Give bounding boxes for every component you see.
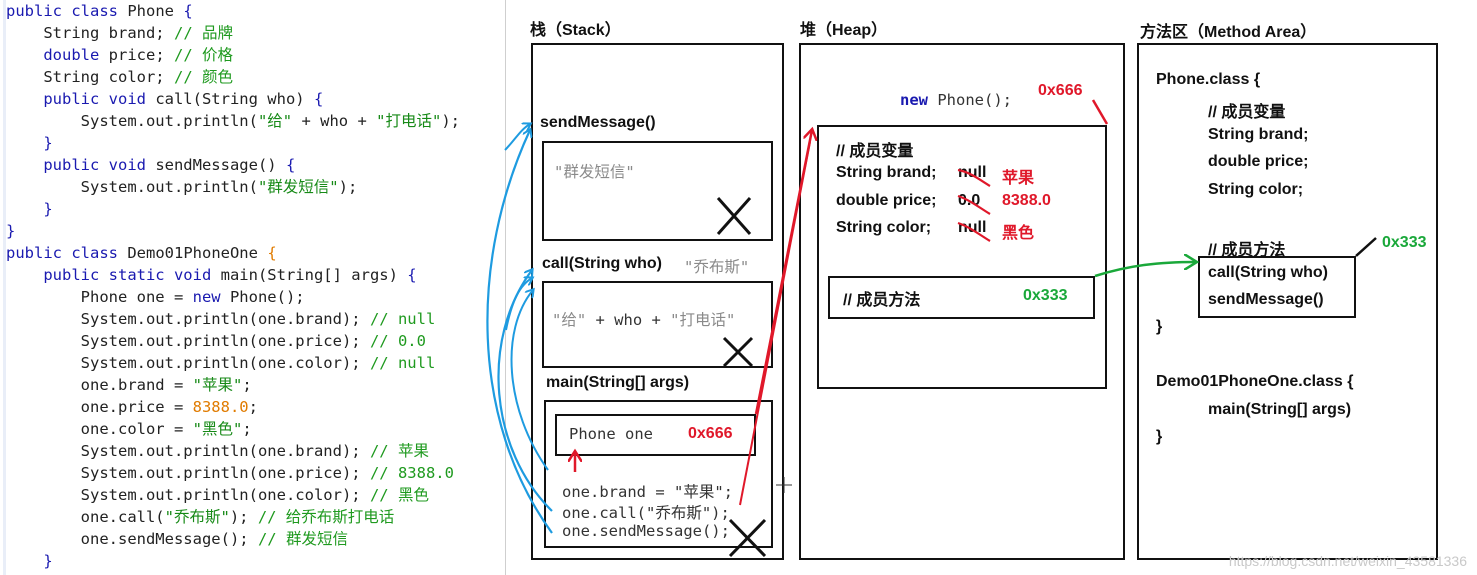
heap-field-price-new: 8388.0 (1002, 192, 1051, 209)
class-methods-box (1198, 256, 1356, 318)
class-vars-comment: // 成员变量 (1208, 104, 1286, 121)
cross-call-frame (722, 336, 754, 368)
watermark: https://blog.csdn.net/weixin_43581336 (1228, 553, 1467, 569)
class-addr-tick (1355, 237, 1377, 257)
main-line-call: one.call("乔布斯"); (562, 504, 730, 522)
cursor-crosshair (776, 477, 792, 493)
class-method-send: sendMessage() (1208, 291, 1324, 308)
code-line: one.call("乔布斯"); // 给乔布斯打电话 (6, 508, 395, 526)
heap-field-brand-old: null (958, 164, 987, 181)
arrow-ref-to-heap-2 (739, 141, 811, 506)
strike-brand-old (957, 168, 991, 187)
code-line: System.out.println(one.color); // null (6, 354, 436, 372)
code-line: System.out.println("群发短信"); (6, 178, 358, 196)
arrow-methods-to-class (1094, 262, 1196, 278)
stack-title: 栈（Stack） (530, 22, 621, 39)
demo-class-close: } (1156, 428, 1163, 445)
code-line: one.brand = "苹果"; (6, 376, 252, 394)
heap-field-color-old: null (958, 219, 987, 236)
heap-fields-comment: // 成员变量 (836, 143, 914, 160)
call-frame-label: call(String who) (542, 255, 662, 272)
code-editor-panel: public class Phone { String brand; // 品牌… (0, 0, 506, 575)
call-frame (542, 281, 773, 368)
main-var-address: 0x666 (688, 425, 733, 442)
heap-object-address: 0x666 (1038, 82, 1083, 99)
code-line: } (6, 200, 53, 218)
code-line: one.sendMessage(); // 群发短信 (6, 530, 348, 548)
code-line: public static void main(String[] args) { (6, 266, 417, 284)
code-line: one.price = 8388.0; (6, 398, 258, 416)
method-area-title: 方法区（Method Area） (1140, 24, 1317, 41)
code-line: System.out.println(one.color); // 黑色 (6, 486, 429, 504)
heap-field-color-new: 黑色 (1002, 225, 1035, 242)
main-line-brand: one.brand = "苹果"; (562, 483, 733, 501)
code-line: Phone one = new Phone(); (6, 288, 305, 306)
code-line: System.out.println(one.brand); // 苹果 (6, 442, 429, 460)
send-frame-label: sendMessage() (540, 114, 656, 131)
code-line: public void sendMessage() { (6, 156, 296, 174)
cross-main-send-line (728, 518, 767, 558)
arrow-call-to-frame (497, 270, 553, 512)
heap-methods-box (828, 276, 1095, 319)
main-line-send: one.sendMessage(); (562, 522, 730, 540)
heap-new-expression: new Phone(); (900, 91, 1012, 109)
code-line: String color; // 颜色 (6, 68, 233, 86)
main-var-box (555, 414, 756, 456)
demo-class-main: main(String[] args) (1208, 401, 1352, 418)
main-var-name: Phone one (569, 425, 653, 443)
code-line: } (6, 222, 16, 240)
code-line: System.out.println(one.brand); // null (6, 310, 436, 328)
heap-field-brand-new: 苹果 (1002, 170, 1035, 187)
arrow-call-back (510, 290, 549, 471)
heap-addr-tick (1091, 99, 1109, 125)
code-line: public class Demo01PhoneOne { (6, 244, 277, 262)
stack-area (531, 43, 784, 560)
code-line: public class Phone { (6, 2, 193, 20)
code-line: System.out.println(one.price); // 0.0 (6, 332, 426, 350)
call-frame-content: "给" + who + "打电话" (552, 311, 736, 329)
arrow-send-to-frame (486, 130, 553, 534)
send-frame (542, 141, 773, 241)
class-var-color: String color; (1208, 181, 1304, 198)
call-frame-arg: "乔布斯" (684, 258, 750, 276)
class-methods-comment: // 成员方法 (1208, 242, 1286, 259)
arrow-code-to-call (505, 278, 532, 331)
code-line: public void call(String who) { (6, 90, 324, 108)
code-line: System.out.println("给" + who + "打电话"); (6, 112, 460, 130)
phone-class-close: } (1156, 318, 1163, 335)
heap-area (799, 43, 1125, 560)
strike-price-old (957, 194, 991, 215)
heap-methods-comment: // 成员方法 (843, 292, 921, 309)
heap-field-brand: String brand; (836, 164, 937, 181)
heap-field-color: String color; (836, 219, 932, 236)
class-methods-address: 0x333 (1382, 234, 1427, 251)
code-line: one.color = "黑色"; (6, 420, 252, 438)
arrow-code-to-send (504, 124, 530, 151)
class-var-price: double price; (1208, 153, 1309, 170)
method-area (1137, 43, 1438, 560)
code-line: System.out.println(one.price); // 8388.0 (6, 464, 454, 482)
send-frame-content: "群发短信" (554, 163, 635, 181)
editor-gutter (3, 0, 6, 575)
phone-object (817, 125, 1107, 389)
strike-color-old (957, 221, 991, 242)
heap-methods-address: 0x333 (1023, 287, 1068, 304)
main-frame-label: main(String[] args) (546, 374, 690, 391)
class-var-brand: String brand; (1208, 126, 1309, 143)
heap-title: 堆（Heap） (800, 22, 888, 39)
class-method-call: call(String who) (1208, 264, 1328, 281)
code-line: } (6, 552, 53, 570)
demo-class-header: Demo01PhoneOne.class { (1156, 373, 1354, 390)
heap-field-price: double price; (836, 192, 937, 209)
code-line: double price; // 价格 (6, 46, 233, 64)
phone-class-header: Phone.class { (1156, 71, 1261, 88)
code-line: } (6, 134, 53, 152)
cross-send-frame (716, 197, 752, 235)
code-line: String brand; // 品牌 (6, 24, 233, 42)
main-frame (544, 400, 773, 548)
